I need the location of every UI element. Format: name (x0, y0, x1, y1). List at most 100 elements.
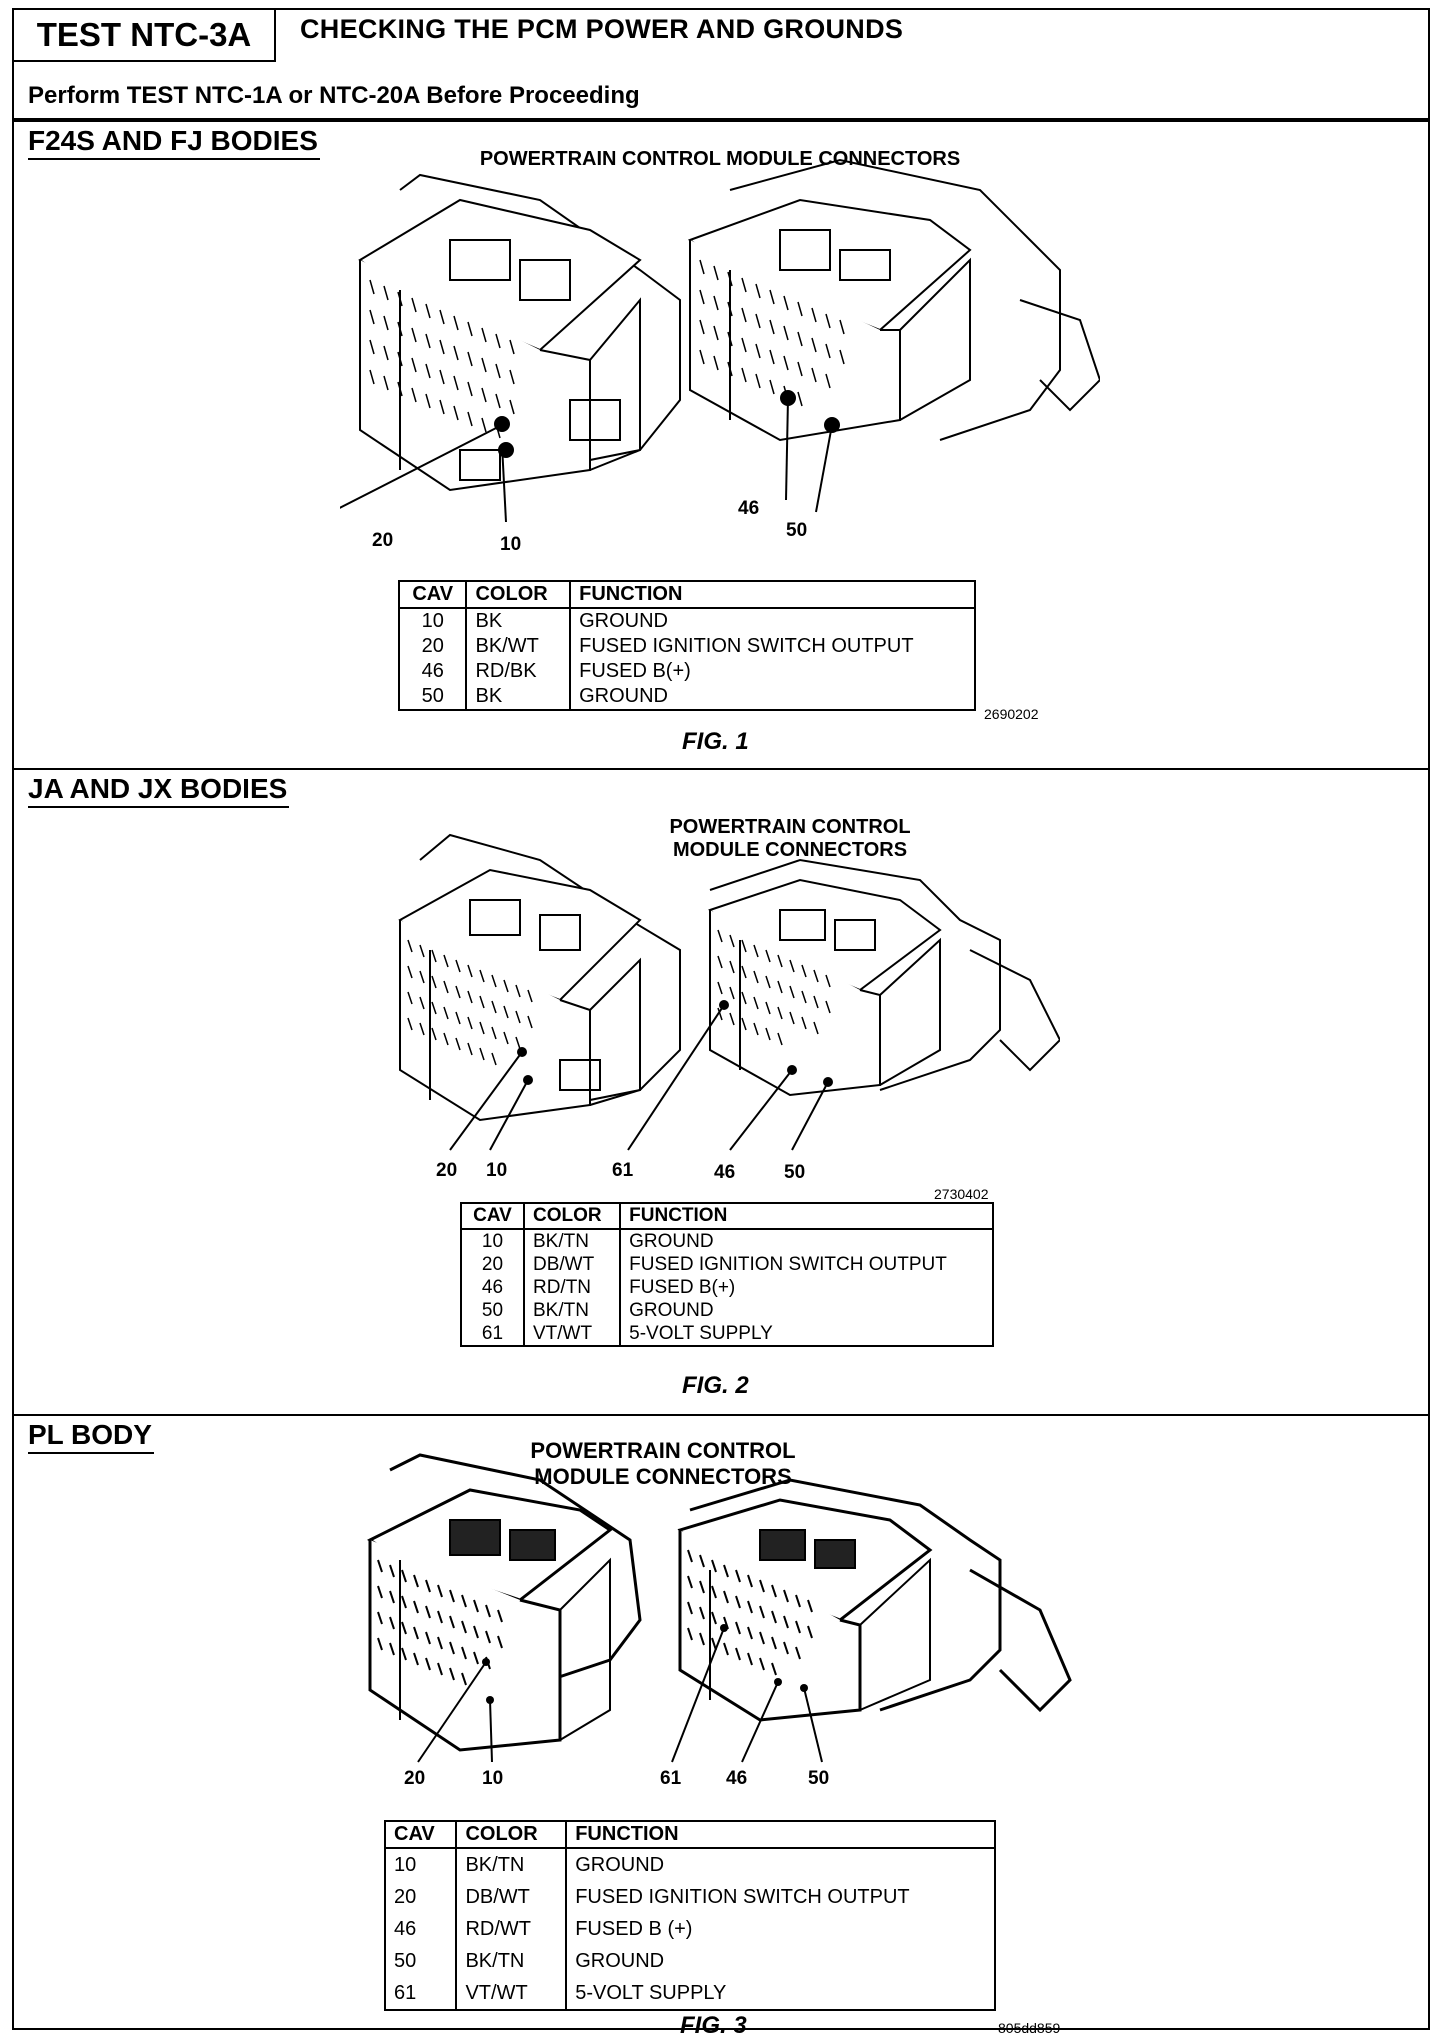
cell-cav: 10 (385, 1848, 458, 1881)
cell-function: GROUND (579, 685, 668, 707)
cell-color: BK/TN (456, 1945, 568, 1977)
test-id: TEST NTC-3A (36, 16, 252, 53)
cell-color: DB/WT (456, 1881, 568, 1913)
cell-color: RD/TN (523, 1276, 622, 1299)
col-header-function: FUNCTION (570, 581, 975, 609)
cell-function: FUSED IGNITION SWITCH OUTPUT (579, 635, 914, 657)
figure-1-label: FIG. 1 (682, 728, 749, 755)
figure-2-connector-illustration (398, 833, 1060, 1151)
cell-function: GROUND (575, 1854, 665, 1876)
figure-3-connector-illustration (367, 1453, 1072, 1763)
callout-cav-61: 61 (612, 1160, 634, 1181)
callout-cav-50: 50 (786, 520, 808, 541)
col-header-cav: CAV (461, 1203, 525, 1230)
callout-cav-10: 10 (486, 1160, 508, 1181)
figure-2-id: 2730402 (934, 1186, 989, 1202)
cell-function: GROUND (579, 610, 668, 632)
table-header-row: CAV COLOR FUNCTION (385, 1821, 995, 1849)
cell-function: 5-VOLT SUPPLY (629, 1323, 773, 1344)
callout-cav-20: 20 (372, 530, 394, 551)
cell-cav: 50 (399, 684, 468, 710)
cell-function: GROUND (575, 1950, 665, 1972)
cell-color: VT/WT (456, 1977, 568, 2010)
col-header-function: FUNCTION (620, 1203, 993, 1230)
callout-cav-10: 10 (482, 1768, 504, 1789)
figure-2-caption-line1: POWERTRAIN CONTROL (669, 816, 911, 838)
cell-cav: 50 (385, 1945, 458, 1977)
col-header-cav: CAV (385, 1821, 458, 1849)
callout-cav-20: 20 (404, 1768, 426, 1789)
cell-cav: 20 (385, 1881, 458, 1913)
col-header-function: FUNCTION (566, 1821, 995, 1849)
cell-cav: 10 (461, 1229, 525, 1253)
cell-cav: 46 (385, 1913, 458, 1945)
cell-cav: 20 (399, 634, 468, 659)
test-id-box: TEST NTC-3A (14, 10, 276, 62)
callout-cav-46: 46 (738, 498, 760, 519)
cell-color: RD/WT (456, 1913, 568, 1945)
callout-cav-46: 46 (714, 1162, 736, 1183)
cell-color: BK (466, 608, 572, 634)
figure-2-caption-line2: MODULE CONNECTORS (672, 839, 908, 861)
callout-cav-61: 61 (660, 1768, 682, 1789)
cell-function: FUSED IGNITION SWITCH OUTPUT (575, 1886, 910, 1908)
cell-function: FUSED B (+) (575, 1918, 693, 1940)
section-divider (14, 768, 1428, 770)
figure-1-caption-label: POWERTRAIN CONTROL MODULE CONNECTORS (479, 148, 961, 170)
cell-color: BK/WT (466, 634, 572, 659)
cell-function: GROUND (629, 1300, 714, 1321)
cell-function: FUSED IGNITION SWITCH OUTPUT (629, 1254, 947, 1275)
cell-cav: 61 (461, 1322, 525, 1346)
figure-2-label: FIG. 2 (682, 1372, 749, 1399)
cell-cav: 61 (385, 1977, 458, 2010)
figure-3-label: FIG. 3 (680, 2012, 747, 2039)
figure-1-connector-illustration (340, 158, 1100, 523)
cell-cav: 46 (399, 659, 468, 684)
cell-function: GROUND (629, 1231, 714, 1252)
cell-color: DB/WT (523, 1253, 622, 1276)
figure-1-id: 2690202 (984, 706, 1039, 722)
callout-cav-20: 20 (436, 1160, 458, 1181)
figure-2-caption-label: POWERTRAIN CONTROL MODULE CONNECTORS (640, 816, 940, 862)
section-title-pl: PL BODY (28, 1418, 154, 1454)
figure-3-caption-line2: MODULE CONNECTORS (534, 1464, 792, 1489)
page-frame (12, 8, 1430, 2030)
cell-cav: 50 (461, 1299, 525, 1322)
figure-3-caption-label: POWERTRAIN CONTROL MODULE CONNECTORS (508, 1438, 818, 1490)
cell-color: BK/TN (456, 1848, 568, 1881)
callout-cav-50: 50 (784, 1162, 806, 1183)
cell-color: VT/WT (523, 1322, 622, 1346)
cell-color: BK (466, 684, 572, 710)
cell-cav: 20 (461, 1253, 525, 1276)
cell-color: BK/TN (523, 1229, 622, 1253)
table-header-row: CAV COLOR FUNCTION (399, 581, 975, 609)
section-title-ja-jx: JA AND JX BODIES (28, 772, 290, 808)
divider (14, 120, 1428, 122)
divider (14, 118, 1428, 120)
cell-cav: 10 (399, 608, 468, 634)
col-header-color: COLOR (523, 1203, 622, 1230)
section-divider (14, 1414, 1428, 1416)
callout-cav-50: 50 (808, 1768, 830, 1789)
figure-3-id: 805dd859 (998, 2020, 1061, 2036)
table-header-row: CAV COLOR FUNCTION (461, 1203, 993, 1230)
col-header-cav: CAV (399, 581, 468, 609)
cell-cav: 46 (461, 1276, 525, 1299)
callout-cav-46: 46 (726, 1768, 748, 1789)
figure-3-caption-line1: POWERTRAIN CONTROL (530, 1438, 796, 1463)
cell-function: FUSED B(+) (579, 660, 691, 682)
